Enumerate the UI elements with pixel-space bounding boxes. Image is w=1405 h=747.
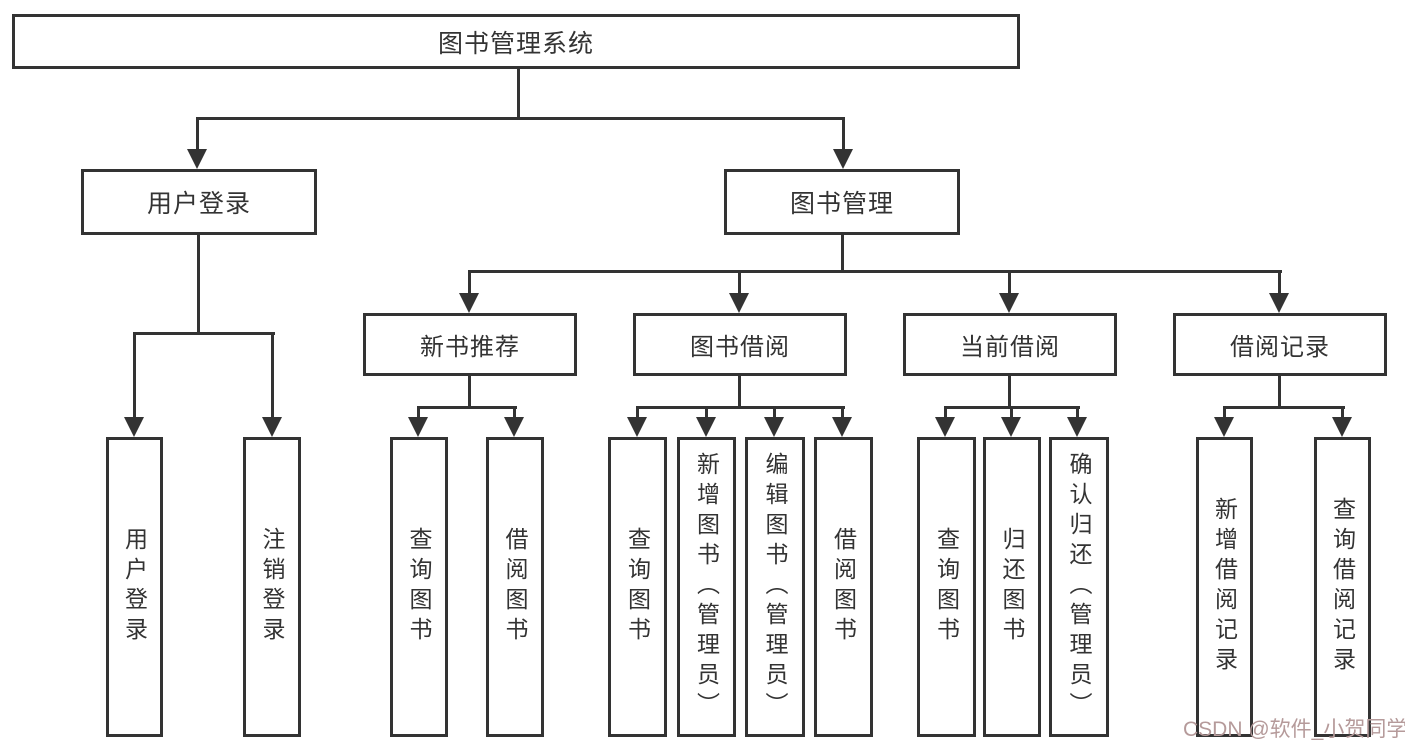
- leaf-label: 编辑图书（管理员）: [762, 452, 788, 722]
- arrow-down-icon: [187, 149, 207, 169]
- edge-bookborrow-stem: [738, 376, 741, 408]
- leaf-label: 新增借阅记录: [1211, 497, 1238, 677]
- arrow-down-icon: [729, 293, 749, 313]
- arrow-down-icon: [832, 417, 852, 437]
- leaf-label: 借阅图书: [830, 527, 857, 647]
- leaf-label: 确认归还（管理员）: [1066, 452, 1092, 722]
- leaf-label: 注销登录: [259, 527, 285, 647]
- edge-bookmgmt-drop: [1008, 270, 1011, 296]
- arrow-down-icon: [1214, 417, 1234, 437]
- edge-bookborrow-drop: [636, 406, 639, 420]
- node-leaf-edit-books-admin: 编辑图书（管理员）: [745, 437, 805, 737]
- edge-currentborrow-stem: [1008, 376, 1011, 408]
- edge-userlogin-drop: [271, 332, 274, 420]
- edge-root-rail: [196, 117, 845, 120]
- arrow-down-icon: [1001, 417, 1021, 437]
- edge-bookmgmt-drop: [1278, 270, 1281, 296]
- edge-bookborrow-drop: [841, 406, 844, 420]
- node-leaf-add-borrow-record: 新增借阅记录: [1196, 437, 1253, 737]
- arrow-down-icon: [1332, 417, 1352, 437]
- edge-userlogin-stem: [197, 235, 200, 334]
- node-leaf-logout: 注销登录: [243, 437, 301, 737]
- node-book-management: 图书管理: [724, 169, 960, 235]
- edge-userlogin-drop: [133, 332, 136, 420]
- leaf-label: 查询借阅记录: [1329, 497, 1356, 677]
- arrow-down-icon: [696, 417, 716, 437]
- edge-bookmgmt-drop: [738, 270, 741, 296]
- leaf-label: 查询图书: [624, 527, 651, 647]
- edge-bookmgmt-drop: [468, 270, 471, 296]
- edge-bookmgmt-rail: [468, 270, 1282, 273]
- node-leaf-query-books-3: 查询图书: [917, 437, 976, 737]
- edge-newbook-drop: [513, 406, 516, 420]
- leaf-label: 新增图书（管理员）: [693, 452, 720, 722]
- node-leaf-confirm-return-admin: 确认归还（管理员）: [1049, 437, 1109, 737]
- arrow-down-icon: [459, 293, 479, 313]
- node-borrow-record: 借阅记录: [1173, 313, 1387, 376]
- leaf-label: 查询图书: [406, 527, 432, 647]
- arrow-down-icon: [504, 417, 524, 437]
- edge-newbook-rail: [417, 406, 517, 409]
- node-leaf-borrow-books-1: 借阅图书: [486, 437, 544, 737]
- edge-borrowrecord-stem: [1278, 376, 1281, 408]
- leaf-label: 查询图书: [933, 527, 960, 647]
- node-leaf-add-books-admin: 新增图书（管理员）: [677, 437, 736, 737]
- node-new-book-recommend: 新书推荐: [363, 313, 577, 376]
- arrow-down-icon: [764, 417, 784, 437]
- arrow-down-icon: [1269, 293, 1289, 313]
- node-leaf-query-books-2: 查询图书: [608, 437, 667, 737]
- edge-root-stem: [517, 69, 520, 118]
- leaf-label: 归还图书: [999, 527, 1025, 647]
- node-book-borrow: 图书借阅: [633, 313, 847, 376]
- arrow-down-icon: [262, 417, 282, 437]
- leaf-label: 借阅图书: [502, 527, 528, 647]
- watermark: CSDN @软件_小贺同学: [1183, 718, 1405, 741]
- arrow-down-icon: [833, 149, 853, 169]
- arrow-down-icon: [1067, 417, 1087, 437]
- node-root: 图书管理系统: [12, 14, 1020, 69]
- arrow-down-icon: [935, 417, 955, 437]
- edge-bookborrow-drop: [773, 406, 776, 420]
- edge-bookborrow-drop: [705, 406, 708, 420]
- arrow-down-icon: [124, 417, 144, 437]
- edge-currentborrow-drop: [1010, 406, 1013, 420]
- node-leaf-borrow-books-2: 借阅图书: [814, 437, 873, 737]
- edge-newbook-stem: [468, 376, 471, 408]
- arrow-down-icon: [408, 417, 428, 437]
- edge-root-drop-right: [842, 117, 845, 152]
- arrow-down-icon: [999, 293, 1019, 313]
- edge-currentborrow-drop: [944, 406, 947, 420]
- arrow-down-icon: [627, 417, 647, 437]
- edge-currentborrow-drop: [1076, 406, 1079, 420]
- edge-bookborrow-rail: [636, 406, 845, 409]
- edge-newbook-drop: [417, 406, 420, 420]
- edge-borrowrecord-drop: [1341, 406, 1344, 420]
- node-current-borrow: 当前借阅: [903, 313, 1117, 376]
- node-leaf-query-books-1: 查询图书: [390, 437, 448, 737]
- node-leaf-user-login: 用户登录: [106, 437, 163, 737]
- node-user-login: 用户登录: [81, 169, 317, 235]
- edge-root-drop-left: [196, 117, 199, 152]
- node-leaf-return-books: 归还图书: [983, 437, 1041, 737]
- leaf-label: 用户登录: [121, 527, 148, 647]
- edge-borrowrecord-drop: [1223, 406, 1226, 420]
- edge-userlogin-rail: [133, 332, 275, 335]
- edge-bookmgmt-stem: [841, 235, 844, 272]
- edge-borrowrecord-rail: [1223, 406, 1345, 409]
- node-leaf-query-borrow-record: 查询借阅记录: [1314, 437, 1371, 737]
